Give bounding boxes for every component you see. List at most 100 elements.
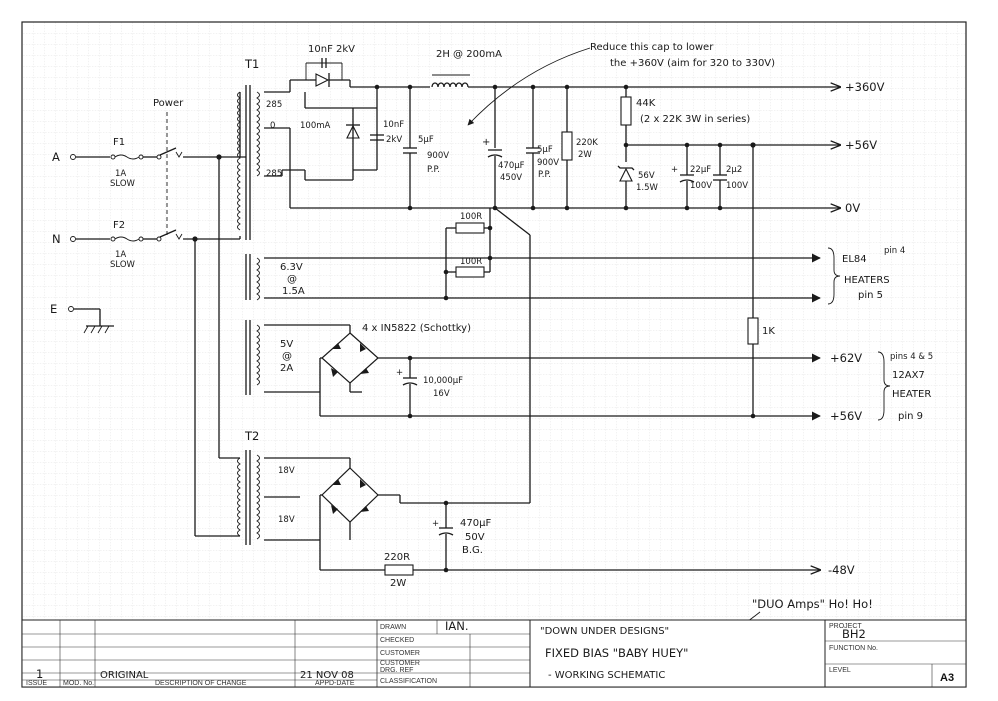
project-value: BH2 — [842, 627, 866, 641]
f2-type: SLOW — [110, 260, 136, 270]
heat63-at: @ — [287, 274, 297, 285]
desc-label: DESCRIPTION OF CHANGE — [155, 680, 247, 687]
pins45-label: pins 4 & 5 — [890, 352, 933, 362]
capacitor-icon — [305, 58, 343, 80]
f2-rating: 1A — [115, 250, 126, 260]
level-label: LEVEL — [829, 667, 851, 674]
rail-360-label: +360V — [845, 80, 885, 94]
resistor-icon — [455, 266, 485, 278]
cap-10n-value: 10nF — [383, 120, 404, 130]
t2-secondary-coil — [256, 454, 260, 540]
el84-pin5: pin 5 — [858, 290, 883, 301]
sec5v-current: 2A — [280, 363, 293, 374]
rail-56-label: +56V — [845, 138, 877, 152]
zener-power: 1.5W — [636, 183, 659, 193]
diode-main-label: 100mA — [300, 121, 331, 131]
note-reduce-1: Reduce this cap to lower — [590, 42, 714, 53]
issue-value: 1 — [36, 667, 43, 681]
res-100r-1-label: 100R — [460, 212, 482, 222]
cap-22u-value: 22μF — [690, 165, 711, 175]
customer-drg-label-1: CUSTOMER — [380, 660, 420, 667]
resistor-icon — [384, 564, 414, 576]
el84-pin4: pin 4 — [884, 246, 905, 256]
inductor-icon — [431, 74, 470, 88]
rail-56b-label: +56V — [830, 409, 862, 423]
e-terminal-label: E — [50, 302, 57, 316]
sec285-top-label: 285 — [266, 100, 282, 110]
cap-top-label: 10nF 2kV — [308, 44, 355, 55]
transformer-t2: T2 18V 18V — [237, 429, 295, 545]
el84-label: EL84 — [842, 254, 867, 265]
cap-5u2-type: P.P. — [538, 170, 551, 180]
resistor-icon — [747, 317, 759, 345]
cap-2u2-voltage: 100V — [726, 181, 748, 191]
res-220r-value: 220R — [384, 552, 410, 563]
bias-supply: + 470μF 50V B.G. 220R 2W -48V — [264, 457, 855, 589]
capacitor-icon — [402, 377, 418, 386]
cap-470-voltage: 450V — [500, 173, 522, 183]
rail-neg48-label: -48V — [828, 563, 855, 577]
sec18a-label: 18V — [278, 466, 295, 476]
transformer-t1: T1 285 0 285 — [237, 57, 282, 395]
diode-icon — [346, 124, 360, 139]
cap-470b-type: B.G. — [462, 545, 483, 556]
cap-470b-value: 470μF — [460, 518, 491, 529]
sec5v-at: @ — [282, 351, 292, 362]
res-44k-value: 44K — [636, 98, 656, 109]
a-terminal-label: A — [52, 150, 60, 164]
checked-label: CHECKED — [380, 637, 414, 644]
drawn-label: DRAWN — [380, 624, 406, 631]
sec0-label: 0 — [270, 121, 275, 131]
earth-ground-icon — [83, 325, 114, 334]
valve-heater-dc-supply: 4 x IN5822 (Schottky) + 10,000μF 16V 5V … — [264, 145, 933, 423]
cap-10n-voltage: 2kV — [386, 135, 402, 145]
res-220k-value: 220K — [576, 138, 598, 148]
f1-label: F1 — [113, 137, 125, 148]
t2-label: T2 — [244, 429, 259, 443]
plus-470: + — [482, 137, 490, 148]
schottky-label: 4 x IN5822 (Schottky) — [362, 323, 471, 334]
title-block: DRAWN IAN. CHECKED CUSTOMER CUSTOMER DRG… — [21, 619, 967, 688]
capacitor-icon — [438, 527, 454, 536]
cap-5u-value: 5μF — [418, 135, 434, 145]
cap-5u2-value: 5μF — [537, 145, 553, 155]
sec18b-label: 18V — [278, 515, 295, 525]
cap-10000-value: 10,000μF — [423, 376, 463, 386]
res-100r-2-label: 100R — [460, 257, 482, 267]
drawn-value: IAN. — [445, 619, 469, 633]
plus-22: + — [671, 165, 678, 175]
ecc83-heater: HEATER — [892, 389, 931, 400]
power-label: Power — [153, 98, 184, 109]
f2-label: F2 — [113, 220, 125, 231]
choke-label: 2H @ 200mA — [436, 49, 502, 60]
cap-5u2-voltage: 900V — [537, 158, 559, 168]
t1-label: T1 — [244, 57, 259, 71]
res-1k-label: 1K — [762, 326, 775, 337]
zener-value: 56V — [638, 171, 655, 181]
t1-ht-secondary-coil — [256, 91, 260, 177]
heater-supply: 100R 100R 6.3V @ 1.5A EL84 pin 4 HEATERS… — [264, 207, 905, 503]
t1-heater-coil — [256, 257, 260, 301]
cap-470b-voltage: 50V — [465, 532, 485, 543]
rail-62-label: +62V — [830, 351, 862, 365]
capacitor-icon — [679, 174, 695, 183]
company-name: "DOWN UNDER DESIGNS" — [540, 626, 669, 637]
drawing-title-1: FIXED BIAS "BABY HUEY" — [545, 646, 688, 660]
heat63-voltage: 6.3V — [280, 262, 303, 273]
capacitor-icon — [487, 149, 503, 158]
t1-5v-coil — [256, 324, 260, 386]
function-label: FUNCTION No. — [829, 645, 878, 652]
t1-primary-coil — [237, 91, 241, 231]
capacitor-icon — [370, 134, 384, 141]
cap-2u2-value: 2μ2 — [726, 165, 742, 175]
mains-input: A F1 1A SLOW Power N F2 — [50, 92, 246, 537]
grid-background — [22, 22, 966, 620]
cap-10000-voltage: 16V — [433, 389, 450, 399]
appd-label: APPD-DATE — [315, 680, 355, 687]
t2-primary-coil — [237, 457, 241, 537]
issue-label: ISSUE — [26, 680, 47, 687]
cap-5u-type: P.P. — [427, 165, 440, 175]
switch-icon — [156, 147, 183, 160]
rail-0-label: 0V — [845, 201, 860, 215]
